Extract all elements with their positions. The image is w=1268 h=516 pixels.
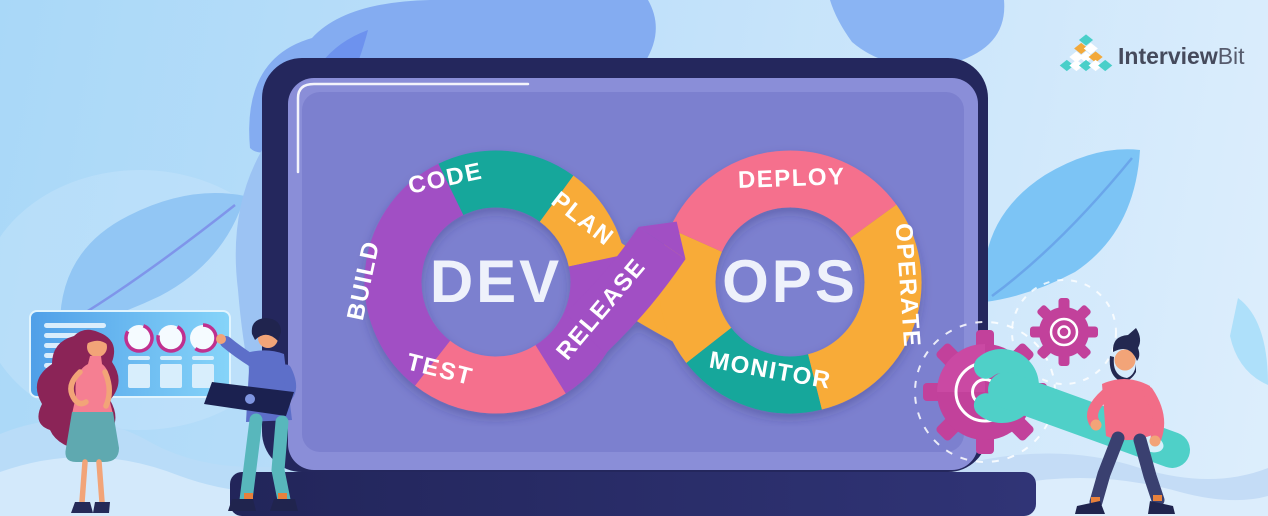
logo-diamond-mark: [1059, 34, 1113, 72]
man-right-face: [1114, 349, 1136, 371]
logo-text-light: Bit: [1218, 43, 1245, 69]
wave-bottom-right-light: [980, 478, 1268, 516]
donut-disc: [190, 325, 216, 351]
logo-diamond: [1088, 59, 1103, 72]
segment-code-arc: [438, 150, 574, 223]
donut-ring: [156, 323, 186, 353]
woman-face: [87, 337, 107, 357]
man-right-beard: [1109, 356, 1136, 382]
brand-logo[interactable]: InterviewBit: [1059, 34, 1245, 72]
man-left-ankle: [244, 493, 253, 499]
held-laptop-logo: [245, 394, 255, 404]
logo-diamond: [1074, 42, 1089, 55]
man-left-hair: [251, 318, 281, 341]
panel-tile-bar: [192, 356, 214, 360]
man-right-illustration: [1075, 328, 1175, 514]
man-right-ankle: [1091, 497, 1100, 503]
segment-release-band: [565, 226, 686, 355]
woman-hair-fringe: [86, 333, 109, 345]
man-left-legs: [239, 413, 291, 507]
logo-diamond: [1069, 59, 1084, 72]
man-right-hand-left: [1090, 419, 1102, 431]
man-right-arm-right: [1142, 386, 1165, 444]
panel-progress-donuts: [124, 323, 218, 353]
logo-diamond: [1088, 51, 1103, 63]
leaf-right: [983, 149, 1140, 302]
logo-text: InterviewBit: [1118, 43, 1245, 69]
logo-diamond: [1059, 59, 1074, 72]
woman-skirt: [65, 412, 119, 462]
leaf-right-vein: [991, 157, 1133, 298]
woman-illustration: [36, 329, 119, 513]
woman-arm-right: [102, 369, 112, 409]
logo-diamond: [1078, 59, 1094, 72]
logo-text-bold: Interview: [1118, 43, 1218, 69]
segment-build-arc: [364, 163, 465, 386]
leaf-top-right: [830, 0, 1005, 67]
panel-tile: [192, 364, 214, 388]
panel-tiles: [128, 356, 214, 388]
gear-small-icon: [1030, 298, 1098, 366]
laptop-base: [230, 472, 1036, 516]
man-right-ankle: [1153, 495, 1162, 501]
segment-deploy-arc: [669, 150, 897, 253]
man-left-hand: [216, 334, 226, 344]
man-right-shoes: [1075, 501, 1175, 514]
man-right-hand-right: [1149, 435, 1161, 447]
man-left-ankle: [278, 493, 287, 499]
logo-diamond: [1098, 59, 1113, 72]
logo-diamond: [1078, 34, 1094, 46]
logo-diamond: [1078, 51, 1094, 63]
logo-diamond: [1083, 42, 1098, 55]
panel-bar: [44, 323, 106, 328]
devops-loop: [364, 150, 922, 414]
dashed-circle-small: [1011, 279, 1117, 385]
deploy-label: DEPLOY: [737, 163, 846, 194]
man-left-illustration: [204, 318, 298, 511]
man-right-legs: [1089, 431, 1165, 509]
man-left-shoes: [228, 499, 298, 511]
panel-tile: [128, 364, 150, 388]
man-right-arm-left: [1087, 388, 1112, 428]
donut-disc: [158, 325, 184, 351]
logo-diamond: [1069, 51, 1084, 63]
woman-heels: [71, 502, 110, 513]
woman-arm-left: [68, 369, 89, 407]
donut-ring: [188, 323, 218, 353]
segment-operate-arc: [807, 204, 922, 410]
panel-tile-bar: [160, 356, 182, 360]
release-arrowhead: [638, 221, 686, 260]
donut-disc: [126, 325, 152, 351]
panel-tile: [160, 364, 182, 388]
leaf-right-edge: [1230, 298, 1268, 385]
ops-label: OPS: [722, 248, 858, 315]
segment-plan-right-arc: [658, 228, 732, 363]
woman-legs: [79, 459, 105, 505]
leaf-left: [59, 193, 245, 330]
screen-highlight-line: [296, 82, 530, 174]
donut-ring: [124, 323, 154, 353]
dev-label: DEV: [430, 248, 562, 315]
panel-tile-bar: [128, 356, 150, 360]
segment-test-arc: [415, 340, 566, 414]
man-right-hair: [1112, 328, 1141, 361]
segment-monitor-arc: [686, 327, 822, 414]
segment-plan-arc: [538, 175, 625, 268]
